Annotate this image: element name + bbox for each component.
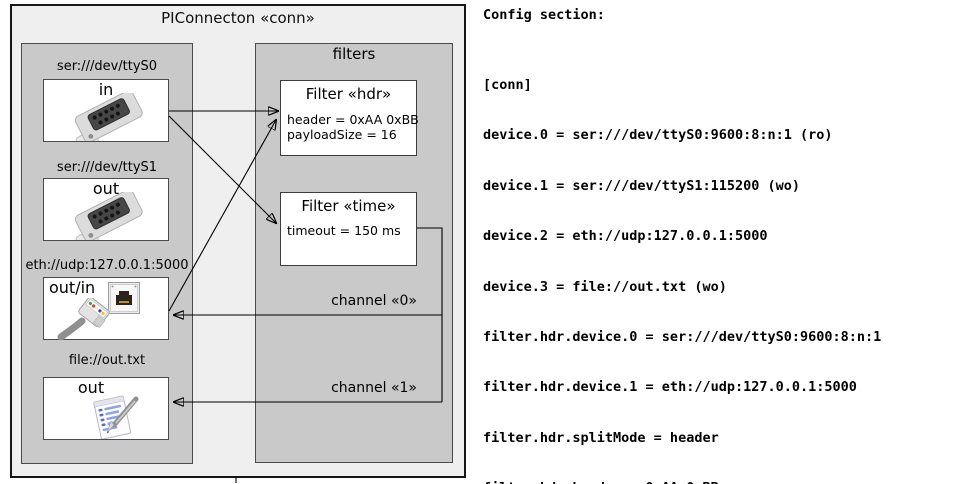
notepad-icon [93,395,139,439]
config-lines: [conn] device.0 = ser:///dev/ttyS0:9600:… [483,44,889,484]
filter-hdr-param-payload: payloadSize = 16 [287,127,397,142]
config-line: device.3 = file://out.txt (wo) [483,278,727,295]
channel-0-label: channel «0» [331,293,417,309]
config-line: device.0 = ser:///dev/ttyS0:9600:8:n:1 (… [483,127,833,144]
config-line: filter.hdr.device.1 = eth://udp:127.0.0.… [483,379,857,396]
filter-hdr-title: Filter «hdr» [305,85,392,103]
config-line: device.1 = ser:///dev/ttyS1:115200 (wo) [483,177,800,194]
device-label-eth: eth://udp:127.0.0.1:5000 [25,258,189,273]
filter-hdr-box: Filter «hdr» header = 0xAA 0xBB payloadS… [280,80,419,156]
device-label-file: file://out.txt [68,353,146,368]
channel-1-label: channel «1» [331,380,417,396]
device-direction: in [98,80,114,99]
device-direction: out [92,179,120,198]
filters-panel-title: filters [332,45,376,63]
device-direction: out [77,378,105,397]
device-box-eth: out/in [43,277,169,340]
diagram-title: PIConnecton «conn» [161,9,315,27]
device-direction: out/in [49,278,96,297]
config-heading: Config section: [483,7,605,23]
device-box-ttyS1: out [43,178,169,241]
ethernet-port-icon [108,282,140,314]
serial-connector-icon [74,192,143,240]
filter-hdr-param-header: header = 0xAA 0xBB [287,112,419,127]
filter-time-box: Filter «time» timeout = 150 ms [280,192,417,266]
config-line: filter.hdr.splitMode = header [483,429,719,446]
ethernet-cable-icon [57,298,110,340]
config-line: device.2 = eth://udp:127.0.0.1:5000 [483,228,768,245]
config-line: [conn] [483,77,532,93]
config-line: filter.hdr.device.0 = ser:///dev/ttyS0:9… [483,328,882,345]
device-label-ttyS1: ser:///dev/ttyS1 [56,160,158,175]
serial-connector-icon [74,93,143,141]
filter-time-title: Filter «time» [301,197,396,215]
filter-time-param-timeout: timeout = 150 ms [287,223,401,238]
device-box-ttyS0: in [43,79,169,142]
config-line: filter.hdr.header = 0xAA 0xBB [483,479,889,484]
device-box-file: out [43,377,169,440]
device-label-ttyS0: ser:///dev/ttyS0 [56,59,158,74]
